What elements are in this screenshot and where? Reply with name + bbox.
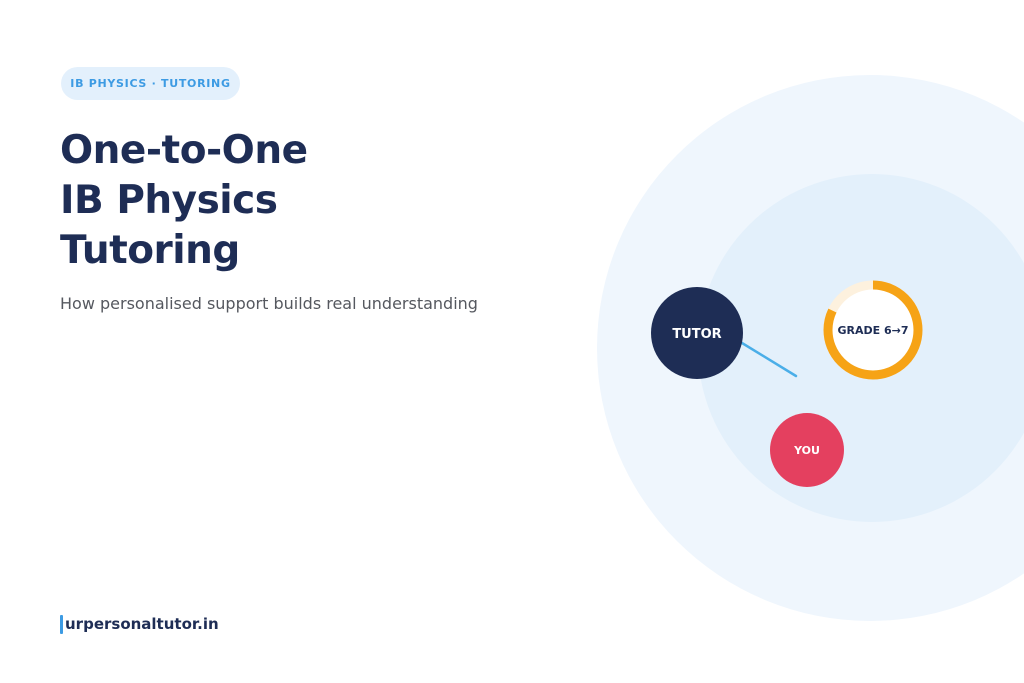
connector-line: [740, 341, 798, 378]
tutor-node: [651, 287, 743, 379]
grade-ring-fill-bg: [829, 286, 917, 374]
title-line-1: One-to-One: [60, 128, 308, 173]
you-node: [770, 413, 844, 487]
grade-label: GRADE 6→7: [837, 324, 908, 337]
tutor-label: TUTOR: [672, 327, 721, 342]
you-label: YOU: [793, 444, 820, 457]
brand-accent-bar: [60, 614, 63, 634]
title-line-2: IB Physics: [60, 178, 278, 223]
brand-name: urpersonaltutor.in: [65, 615, 219, 633]
brand-footer: urpersonaltutor.in: [60, 614, 219, 634]
page-title: One-to-One IB Physics Tutoring: [60, 126, 308, 276]
category-tag: IB PHYSICS · TUTORING: [61, 67, 240, 100]
title-line-3: Tutoring: [60, 228, 240, 273]
grade-ring-progress: [823, 280, 923, 380]
grade-ring: GRADE 6→7: [823, 280, 923, 380]
category-tag-label: IB PHYSICS · TUTORING: [70, 77, 231, 90]
page-subtitle: How personalised support builds real und…: [60, 294, 478, 313]
